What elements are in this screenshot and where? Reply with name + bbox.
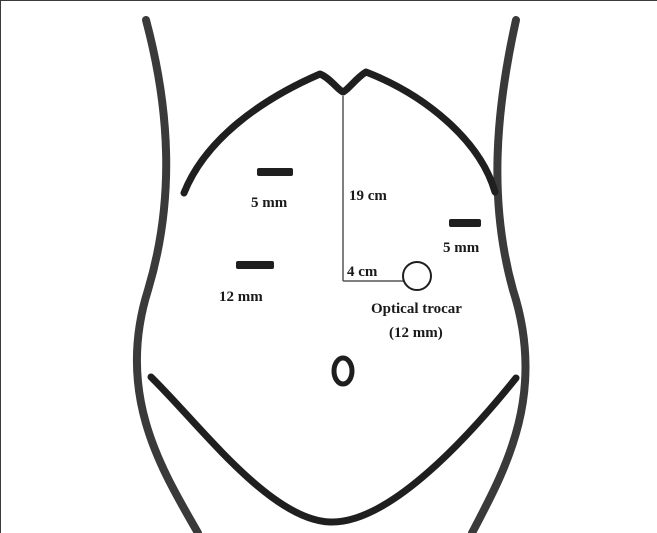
label-optical-trocar-size: (12 mm) [389,325,443,341]
port-5mm-right-upper [257,168,293,176]
torso-left-outline [137,20,198,533]
label-optical-trocar: Optical trocar [371,301,462,317]
label-5mm-right-upper: 5 mm [251,195,288,211]
optical-trocar-port [403,262,431,290]
inguinal-curve [151,377,516,522]
umbilicus [334,358,352,384]
label-4cm: 4 cm [347,264,378,280]
port-12mm-right-lower [236,261,274,269]
label-5mm-left-upper: 5 mm [443,240,480,256]
label-19cm: 19 cm [349,188,387,204]
costal-margin [184,72,495,193]
port-5mm-left-upper [449,219,481,227]
torso-right-outline [472,20,526,533]
label-12mm-right-lower: 12 mm [219,289,263,305]
